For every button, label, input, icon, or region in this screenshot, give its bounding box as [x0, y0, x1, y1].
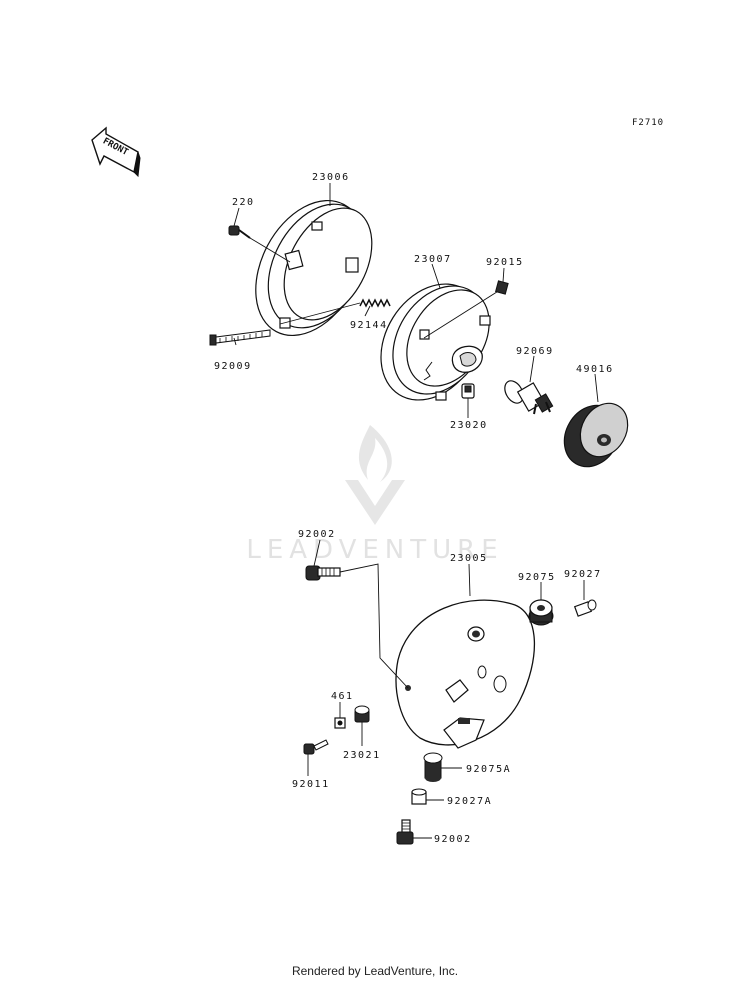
footer-credit: Rendered by LeadVenture, Inc.	[292, 964, 458, 978]
grommet-92075A	[423, 752, 443, 782]
label-23020: 23020	[450, 420, 488, 431]
headlight-housing-23005	[395, 599, 536, 749]
screw-92011	[303, 739, 329, 755]
watermark-text: LEADVENTURE	[246, 535, 503, 565]
label-23006: 23006	[312, 172, 350, 183]
label-92075: 92075	[518, 572, 556, 583]
bolt-92002-top	[305, 563, 409, 689]
label-92002-bottom: 92002	[434, 834, 472, 845]
grommet-23021	[354, 705, 370, 723]
label-92144: 92144	[350, 320, 388, 331]
label-92075A: 92075A	[466, 764, 511, 775]
label-23021: 23021	[343, 750, 381, 761]
screw-220	[228, 225, 291, 263]
leader-lines	[233, 183, 599, 839]
collar-92027	[573, 599, 597, 617]
headlight-rim-23006	[255, 199, 373, 337]
label-92011: 92011	[292, 779, 330, 790]
label-23005: 23005	[450, 553, 488, 564]
diagram-code: F2710	[632, 118, 664, 128]
headlight-unit-23007	[380, 283, 501, 401]
label-220: 220	[232, 197, 255, 208]
label-92009: 92009	[214, 361, 252, 372]
nut-461	[334, 717, 346, 729]
bolt-92002-bottom	[396, 819, 414, 845]
label-92002-top: 92002	[298, 529, 336, 540]
label-92027A: 92027A	[447, 796, 492, 807]
label-23007: 23007	[414, 254, 452, 265]
label-92069: 92069	[516, 346, 554, 357]
label-461: 461	[331, 691, 354, 702]
collar-92027A	[411, 788, 427, 805]
grommet-92075	[528, 599, 554, 626]
spring-92144	[279, 298, 391, 325]
front-arrow-icon: FRONT	[91, 126, 141, 178]
leadventure-watermark: LEADVENTURE	[246, 425, 503, 565]
screw-92009	[209, 329, 271, 346]
label-92027: 92027	[564, 569, 602, 580]
bulb-92069	[504, 380, 554, 415]
dust-cover-49016	[563, 402, 629, 468]
label-92015: 92015	[486, 257, 524, 268]
label-49016: 49016	[576, 364, 614, 375]
clip-92015	[495, 280, 509, 295]
socket-23020	[461, 383, 475, 399]
